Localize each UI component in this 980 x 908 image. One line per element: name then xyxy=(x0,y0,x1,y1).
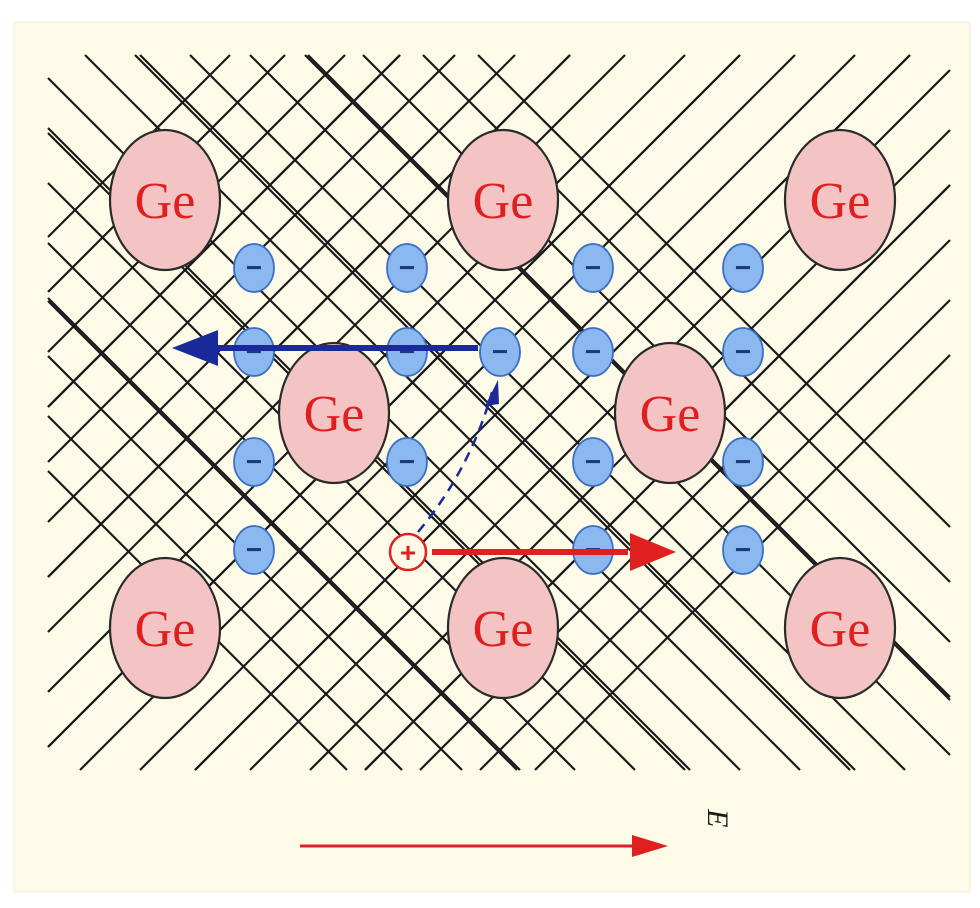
ge-atom-label: Ge xyxy=(810,601,871,658)
bond-line xyxy=(479,299,951,771)
bond-line xyxy=(47,297,521,771)
ge-atom-label: Ge xyxy=(473,173,534,230)
electron: − xyxy=(386,243,428,293)
electron-symbol: − xyxy=(735,534,751,565)
ge-atom: Ge xyxy=(108,128,222,272)
electron-symbol: − xyxy=(399,336,415,367)
ge-atom-label: Ge xyxy=(810,173,871,230)
ge-atom-label: Ge xyxy=(473,601,534,658)
ge-atom: Ge xyxy=(446,556,560,700)
electron: − xyxy=(233,327,275,377)
electron-symbol: − xyxy=(735,252,751,283)
ge-atom-label: Ge xyxy=(304,386,365,443)
electron: − xyxy=(572,327,614,377)
ge-atom: Ge xyxy=(783,128,897,272)
electron: − xyxy=(722,243,764,293)
electron-symbol: − xyxy=(492,336,508,367)
electric-field-label: E⃗ xyxy=(701,808,734,851)
electron-symbol: − xyxy=(246,252,262,283)
hole-drift-arrow xyxy=(432,533,676,571)
electron-symbol: − xyxy=(585,252,601,283)
bond-line xyxy=(134,54,851,771)
electron: − xyxy=(233,437,275,487)
electron: − xyxy=(722,525,764,575)
electron-drift-arrow xyxy=(172,330,478,366)
electron: − xyxy=(233,525,275,575)
ge-atom-label: Ge xyxy=(135,601,196,658)
electron-symbol: − xyxy=(585,336,601,367)
ge-atom: Ge xyxy=(277,341,391,485)
electron: − xyxy=(233,243,275,293)
bond-line xyxy=(139,54,856,771)
electron-symbol: − xyxy=(735,446,751,477)
electron-symbol: − xyxy=(246,446,262,477)
bond-line xyxy=(477,54,951,528)
electron-symbol: − xyxy=(585,446,601,477)
electron: − xyxy=(386,437,428,487)
electron: − xyxy=(386,327,428,377)
ge-atom: Ge xyxy=(108,556,222,700)
electron-symbol: − xyxy=(399,252,415,283)
bond-line xyxy=(47,54,401,408)
electron-symbol: − xyxy=(399,446,415,477)
bond-line xyxy=(47,54,516,523)
electron: − xyxy=(479,327,521,377)
ge-atom: Ge xyxy=(446,128,560,272)
electric-field-indicator: E⃗ xyxy=(300,808,734,857)
valence-electrons: −−−−−−−−−−−−−−−− xyxy=(233,243,764,575)
electron-symbol: − xyxy=(246,336,262,367)
ge-atom: Ge xyxy=(783,556,897,700)
electron: − xyxy=(572,437,614,487)
hole: + xyxy=(388,532,428,572)
bond-line xyxy=(47,415,403,771)
electron-symbol: − xyxy=(246,534,262,565)
ge-atom-label: Ge xyxy=(640,386,701,443)
electron: − xyxy=(722,437,764,487)
electron: − xyxy=(722,327,764,377)
ge-atom-label: Ge xyxy=(135,173,196,230)
ge-atom: Ge xyxy=(613,341,727,485)
hole-symbol: + xyxy=(400,537,416,568)
electron: − xyxy=(572,243,614,293)
electron-symbol: − xyxy=(735,336,751,367)
bond-line xyxy=(47,300,518,771)
electron-hop-arrow xyxy=(417,380,499,533)
bond-line xyxy=(189,54,906,771)
